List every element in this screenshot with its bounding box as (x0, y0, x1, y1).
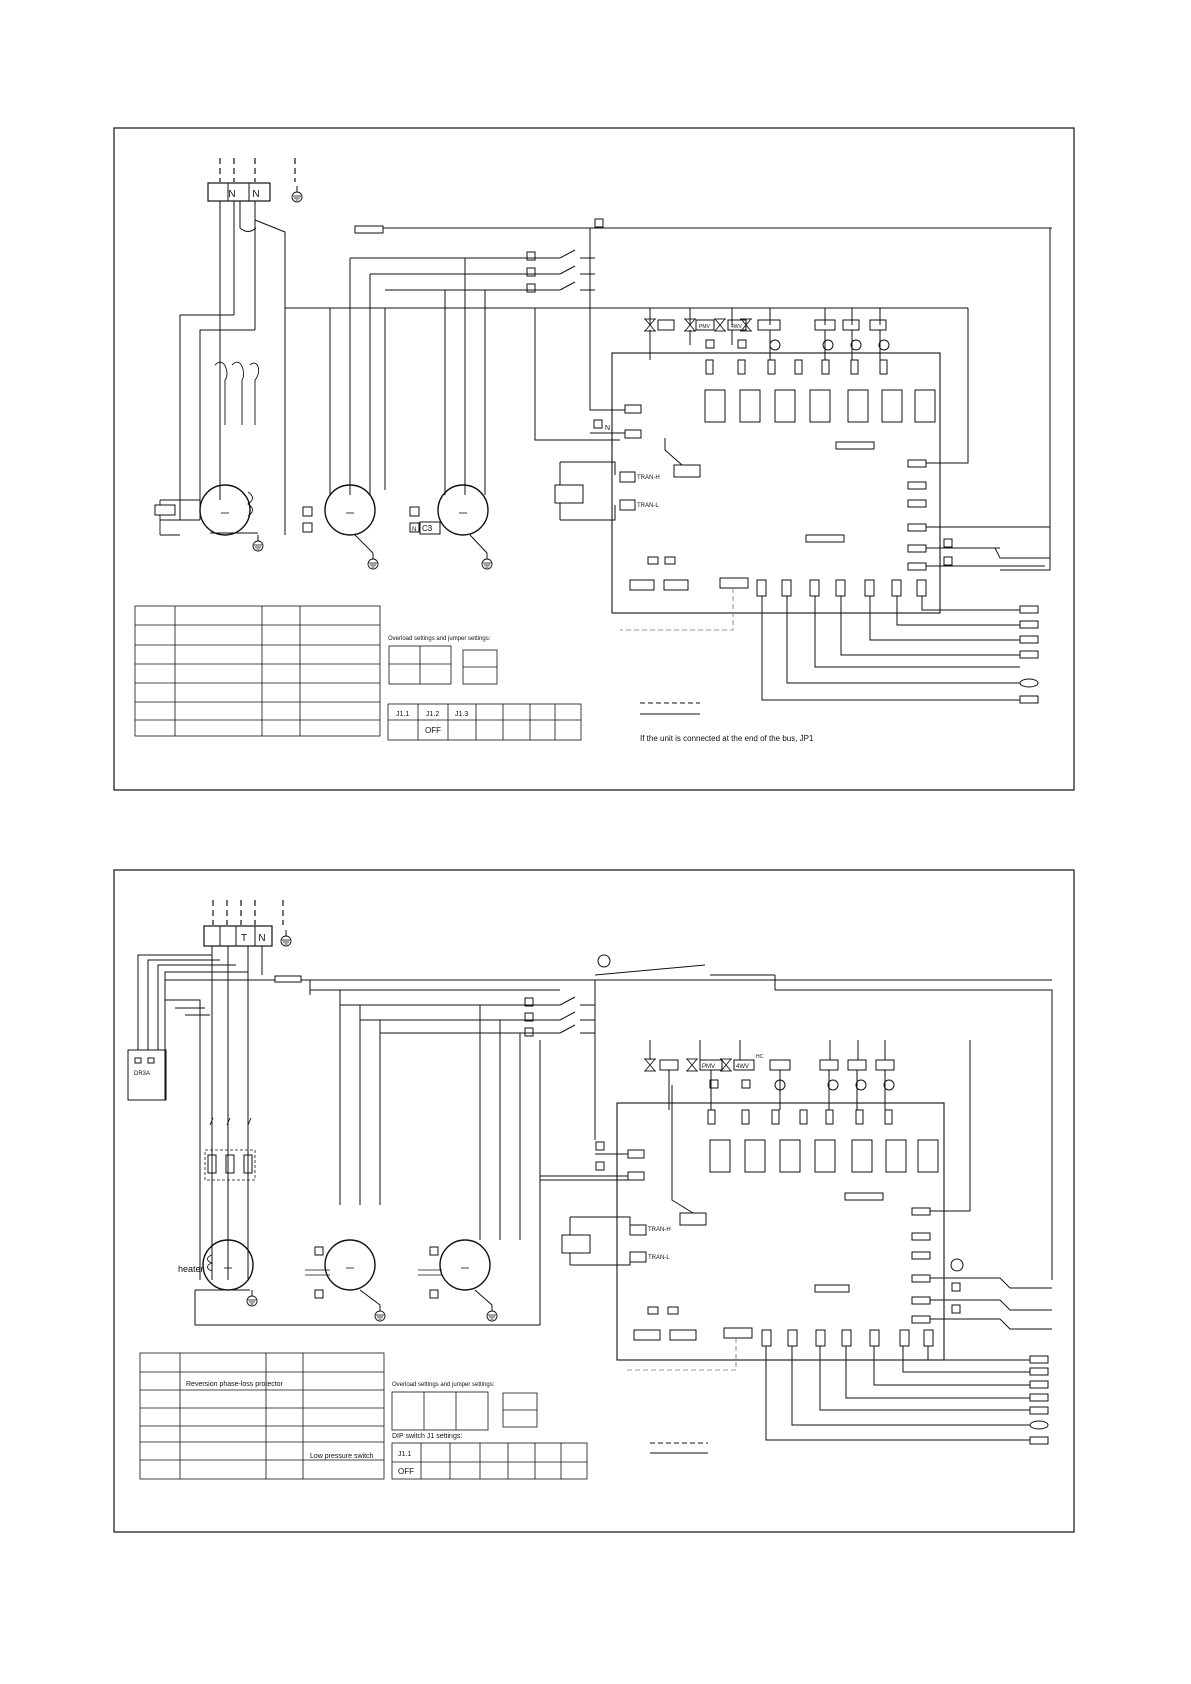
legend-table-1 (134, 605, 381, 737)
pcb-board-1 (611, 352, 941, 614)
dip-j1-2: J1.2 (426, 711, 439, 718)
n-label-small: N (605, 425, 610, 432)
terminal-t: T (241, 933, 247, 944)
dip-j1-1-2: J1.1 (398, 1451, 411, 1458)
phase-loss-text: Reversion phase-loss protector (186, 1381, 284, 1388)
bus-note: If the unit is connected at the end of t… (640, 734, 814, 743)
phase-box-label: DR3A (134, 1071, 150, 1077)
terminal-n1: N (228, 189, 235, 200)
legend-table-2 (139, 1352, 385, 1480)
power-terminal-block (207, 182, 271, 202)
n-box-label: N (412, 527, 416, 533)
terminal-n2: N (252, 189, 259, 200)
phase-loss-protector (127, 1049, 167, 1101)
hc-label: HC (756, 1054, 764, 1060)
diagram-1: N (113, 127, 1075, 791)
diagram-2-frame (113, 869, 1075, 1533)
4wv-label-2: 4WV (736, 1064, 749, 1070)
tran-l-label: TRAN-L (637, 503, 659, 509)
pmv-label-2: PMV (702, 1064, 715, 1070)
power-terminal-block-2 (203, 925, 273, 947)
overload-heading-2: Overload settings and jumper settings: (392, 1382, 495, 1388)
terminal-n: N (258, 933, 265, 944)
compressor-c3-label: C3 (422, 524, 433, 533)
dip-heading-2: DIP switch J1 settings: (392, 1433, 462, 1440)
dip-off-1: OFF (425, 726, 441, 735)
dip-off-2: OFF (398, 1467, 414, 1476)
dip-j1-3: J1.3 (455, 711, 468, 718)
diagram-2 (113, 869, 1075, 1533)
tran-h-label: TRAN-H (637, 475, 660, 481)
4wv-label: 4WV (731, 324, 743, 330)
low-pressure-text: Low pressure switch (310, 1453, 374, 1460)
heater-label: heater (178, 1264, 204, 1274)
overload-heading-1: Overload settings and jumper settings: (388, 636, 491, 642)
tran-l-label-2: TRAN-L (648, 1255, 670, 1261)
pmv-label: PMV (699, 324, 711, 330)
board-relays-top (704, 389, 936, 423)
diagram-1-frame (113, 127, 1075, 791)
dip-j1-1: J1.1 (396, 711, 409, 718)
diagram-2-labels: T N DR3A heater TRAN-H TRAN-L PMV 4WV HC… (134, 933, 764, 1476)
dip-switch-table-2 (391, 1442, 588, 1480)
tran-h-label-2: TRAN-H (648, 1227, 671, 1233)
diagram-1-labels: N N C3 N TRAN-H TRAN-L PMV 4WV Overload … (228, 189, 814, 743)
dip-switch-table-1 (387, 703, 582, 741)
